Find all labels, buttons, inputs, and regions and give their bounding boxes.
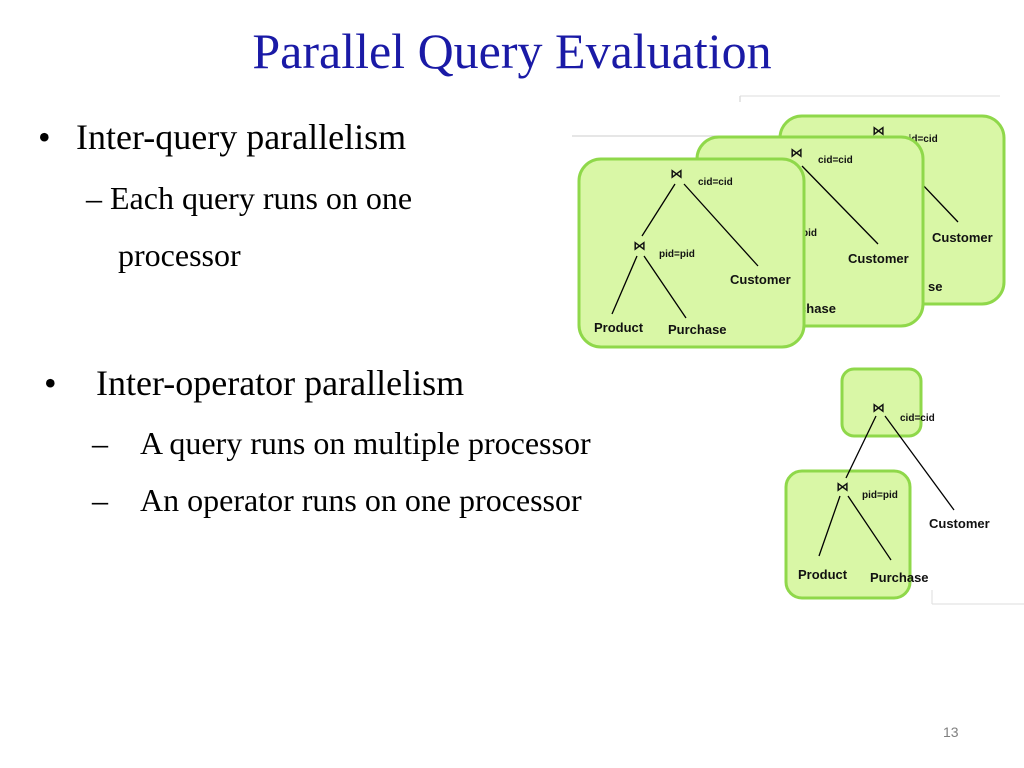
leaf-customer: Customer (848, 251, 909, 266)
sub-bullet-operator-one-processor-text: An operator runs on one processor (140, 482, 582, 518)
inter-query-diagram: ⋈ cid=cid Customer se ⋈ cid=cid pid Cust… (572, 95, 1006, 349)
join-icon: ⋈ (872, 400, 885, 415)
bullet-marker: • (38, 117, 51, 157)
join-icon: ⋈ (836, 479, 849, 494)
dash-marker: – (86, 180, 102, 216)
bullet-inter-query-label: Inter-query parallelism (76, 117, 407, 157)
operator-box-top-join (840, 367, 923, 438)
operator-box-bottom-join (784, 469, 912, 600)
join-condition-cid: cid=cid (818, 155, 853, 166)
join-condition-cid: cid=cid (900, 413, 935, 424)
join-icon: ⋈ (872, 123, 885, 138)
join-condition-cid: cid=cid (903, 134, 938, 145)
dash-marker: – (92, 482, 108, 518)
leaf-customer: Customer (929, 516, 990, 531)
leaf-partial-se: se (928, 279, 942, 294)
page-number: 13 (943, 724, 959, 740)
leaf-purchase: Purchase (668, 322, 727, 337)
leaf-customer: Customer (932, 230, 993, 245)
sub-bullet-multiple-processor: –A query runs on multiple processor (92, 425, 591, 462)
join-condition-cid: cid=cid (698, 177, 733, 188)
join-icon: ⋈ (790, 145, 803, 160)
inter-operator-diagram: ⋈ cid=cid ⋈ pid=pid Customer Product Pur… (784, 367, 1024, 605)
sub-bullet-each-query: – Each query runs on one (86, 180, 412, 217)
sub-bullet-multiple-processor-text: A query runs on multiple processor (140, 425, 591, 461)
join-condition-pid: pid=pid (862, 490, 898, 501)
leaf-product: Product (594, 320, 644, 335)
bullet-inter-query: • Inter-query parallelism (38, 116, 406, 158)
bullet-inter-operator-label: Inter-operator parallelism (96, 363, 465, 403)
dash-marker: – (92, 425, 108, 461)
sub-bullet-operator-one-processor: –An operator runs on one processor (92, 482, 582, 519)
sub-bullet-each-query-line1: Each query runs on one (110, 180, 413, 216)
join-condition-partial-pid: pid (802, 228, 817, 239)
query-plan-front: ⋈ cid=cid ⋈ pid=pid Customer Product Pur… (577, 157, 806, 349)
leaf-purchase: Purchase (870, 570, 929, 585)
leaf-product: Product (798, 567, 848, 582)
slide-title: Parallel Query Evaluation (252, 23, 772, 79)
leaf-customer: Customer (730, 272, 791, 287)
join-icon: ⋈ (633, 238, 646, 253)
bullet-inter-operator: • Inter-operator parallelism (44, 362, 464, 404)
sub-bullet-each-query-line2: processor (118, 237, 241, 273)
join-condition-pid: pid=pid (659, 249, 695, 260)
bullet-marker: • (44, 363, 57, 403)
join-icon: ⋈ (670, 166, 683, 181)
